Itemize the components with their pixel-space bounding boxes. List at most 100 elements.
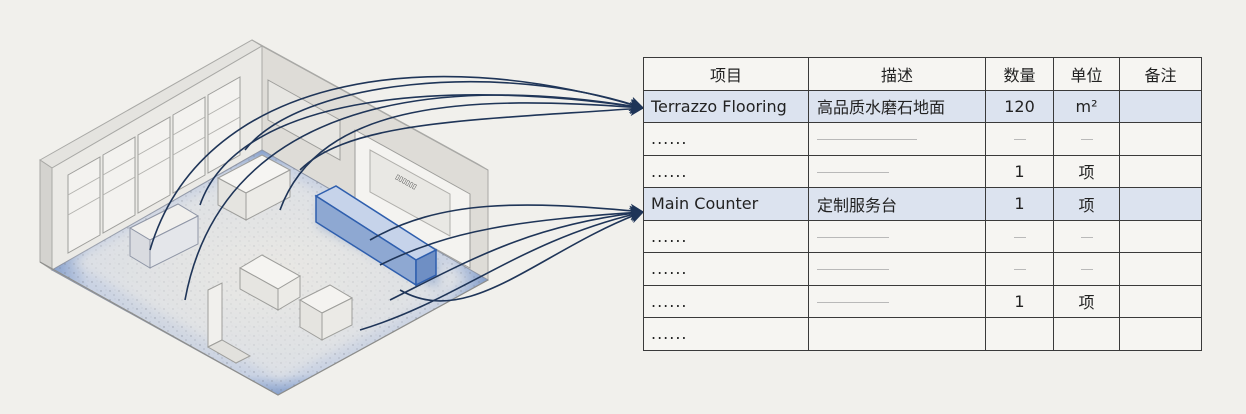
cell-remarks: [1119, 219, 1202, 253]
cell-item: Main Counter: [643, 187, 809, 221]
cell-item-text: Main Counter: [651, 194, 759, 214]
placeholder-dash: [1080, 139, 1093, 141]
cell-description-text: 定制服务台: [817, 195, 898, 215]
placeholder-line: [817, 171, 889, 173]
cell-description: 定制服务台: [808, 187, 986, 221]
boq-table: 项目 描述 数量 单位 备注 Terrazzo Flooring 高品质水磨石地面…: [643, 57, 1202, 351]
connector-floor-1: [149, 75, 645, 251]
cell-item: ......: [643, 252, 809, 286]
placeholder-dash: [1013, 236, 1026, 238]
connector-floor-6: [299, 101, 645, 171]
cell-quantity: [985, 252, 1054, 286]
cell-description: 高品质水磨石地面: [808, 89, 986, 123]
connector-floor-5: [244, 80, 645, 151]
cell-description: [808, 219, 986, 253]
cell-description: [808, 122, 986, 156]
cell-item: ......: [643, 317, 809, 351]
cell-unit-text: 项: [1078, 163, 1095, 183]
cell-unit: 项: [1053, 284, 1120, 318]
header-item: 项目: [643, 57, 809, 91]
cell-quantity-text: 1: [1014, 291, 1025, 311]
cell-unit: [1053, 122, 1120, 156]
placeholder-line: [817, 139, 917, 141]
placeholder-line: [817, 301, 889, 303]
header-quantity: 数量: [985, 57, 1054, 91]
connector-floor-3: [199, 94, 645, 206]
cell-quantity-text: 1: [1014, 161, 1025, 181]
table-row: ...... 1 项: [643, 284, 1202, 318]
cell-item-text: ......: [651, 226, 688, 246]
table-row: Main Counter 定制服务台 1 项: [643, 187, 1202, 221]
table-body: Terrazzo Flooring 高品质水磨石地面 120 m²..........…: [643, 89, 1202, 351]
connector-counter-3: [359, 207, 645, 331]
feature-wall: ▯▯▯▯▯▯: [267, 79, 471, 269]
cell-quantity-text: 120: [1004, 96, 1035, 116]
cell-unit-text: 项: [1078, 293, 1095, 313]
cell-description: [808, 154, 986, 188]
cell-item-text: ......: [651, 324, 688, 344]
store-front-edges: [39, 261, 489, 396]
display-table: [128, 203, 200, 269]
table-row: ......: [643, 317, 1202, 351]
cell-item: Terrazzo Flooring: [643, 89, 809, 123]
header-remarks: 备注: [1119, 57, 1202, 91]
table-row: ......: [643, 252, 1202, 286]
front-display-units: [206, 254, 354, 364]
connector-floor-4: [279, 99, 645, 211]
header-unit: 单位: [1053, 57, 1120, 91]
cell-description: [808, 252, 986, 286]
cell-remarks: [1119, 154, 1202, 188]
cell-unit: 项: [1053, 154, 1120, 188]
cell-quantity-text: 1: [1014, 194, 1025, 214]
placeholder-dash: [1013, 269, 1026, 271]
cell-remarks: [1119, 187, 1202, 221]
cell-remarks: [1119, 284, 1202, 318]
cell-item-text: ......: [651, 291, 688, 311]
cell-unit: [1053, 317, 1120, 351]
wall-shelving: [67, 76, 241, 254]
cell-item: ......: [643, 219, 809, 253]
cell-description: [808, 317, 986, 351]
cell-item-text: ......: [651, 129, 688, 149]
table-row: ......: [643, 219, 1202, 253]
cell-quantity: [985, 219, 1054, 253]
connector-counter-1: [369, 203, 645, 241]
cell-unit-text: 项: [1078, 195, 1095, 215]
table-row: ...... 1 项: [643, 154, 1202, 188]
cell-remarks: [1119, 317, 1202, 351]
placeholder-line: [817, 269, 889, 271]
cell-remarks: [1119, 89, 1202, 123]
placeholder-line: [817, 236, 889, 238]
main-counter: [314, 185, 438, 288]
cell-unit: [1053, 219, 1120, 253]
header-description: 描述: [808, 57, 986, 91]
cell-quantity: 1: [985, 284, 1054, 318]
table-row: Terrazzo Flooring 高品质水磨石地面 120 m²: [643, 89, 1202, 123]
cell-quantity: [985, 122, 1054, 156]
cell-item-text: ......: [651, 161, 688, 181]
placeholder-dash: [1080, 236, 1093, 238]
cell-unit: 项: [1053, 187, 1120, 221]
cell-quantity: 1: [985, 187, 1054, 221]
cell-remarks: [1119, 252, 1202, 286]
cell-quantity: 120: [985, 89, 1054, 123]
cell-remarks: [1119, 122, 1202, 156]
placeholder-dash: [1013, 139, 1026, 141]
cell-item: ......: [643, 284, 809, 318]
table-header-row: 项目 描述 数量 单位 备注: [643, 57, 1202, 91]
table-row: ......: [643, 122, 1202, 156]
cell-description-text: 高品质水磨石地面: [817, 98, 946, 118]
connector-counter-5: [399, 209, 645, 302]
cell-quantity: 1: [985, 154, 1054, 188]
cell-item: ......: [643, 154, 809, 188]
cell-unit-text: m²: [1075, 96, 1098, 116]
connector-lines: [149, 75, 645, 331]
cell-item: ......: [643, 122, 809, 156]
cell-quantity: [985, 317, 1054, 351]
placeholder-dash: [1080, 269, 1093, 271]
cell-description: [808, 284, 986, 318]
connector-counter-4: [389, 206, 645, 301]
connector-counter-2: [379, 205, 645, 266]
cell-item-text: Terrazzo Flooring: [651, 96, 787, 116]
